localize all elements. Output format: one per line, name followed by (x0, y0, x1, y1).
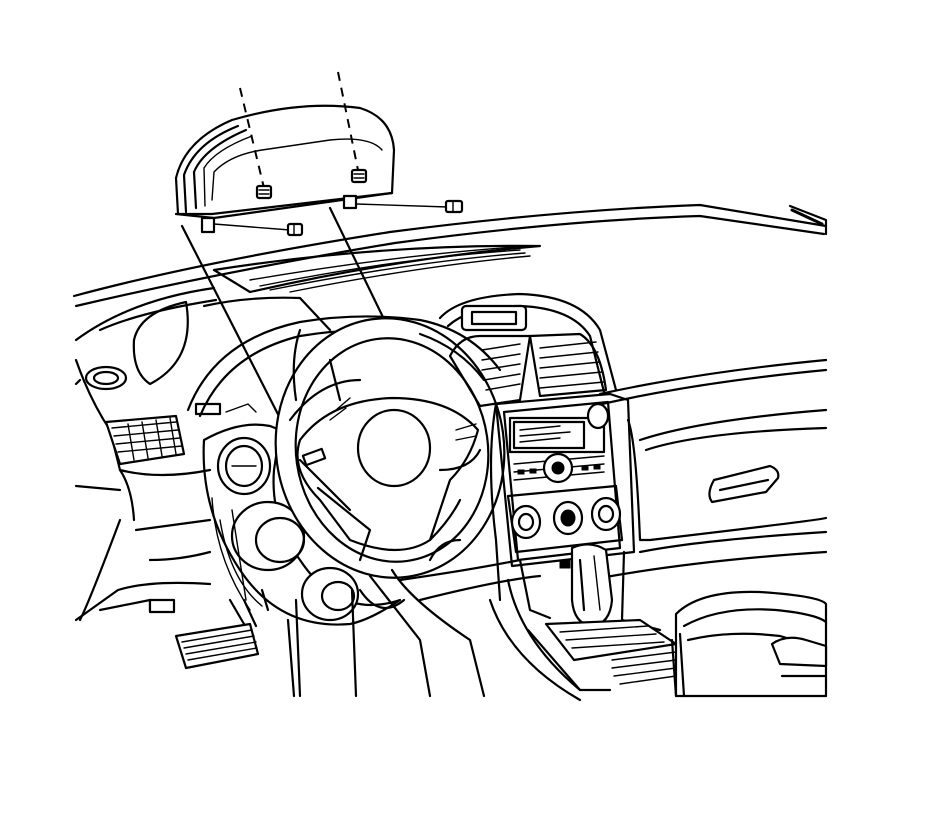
gauge-pod (202, 423, 402, 626)
steering-wheel-hub (356, 408, 432, 488)
hvac-knob-left (510, 504, 542, 540)
small-vent (194, 402, 257, 416)
radio-knob (586, 402, 610, 430)
gear-shifter (526, 543, 678, 692)
instrument-cluster (174, 104, 396, 234)
steering-column (286, 568, 486, 698)
glovebox (644, 426, 828, 504)
left-speaker (84, 365, 128, 391)
knee-bolster (398, 538, 542, 602)
cluster-wiring-connector-left (213, 222, 304, 237)
cluster-mount-tab (200, 216, 216, 234)
cluster-screw-left (239, 87, 273, 200)
dashboard (72, 203, 828, 622)
cluster-wiring-connector-right (355, 199, 464, 214)
cluster-mount-tab (342, 194, 358, 210)
cluster-screw-right (337, 71, 368, 184)
center-stack (438, 292, 662, 702)
steering-wheel (274, 317, 506, 579)
center-console (670, 590, 828, 698)
cluster-leader-line-left (180, 224, 288, 432)
left-air-vent (104, 414, 186, 466)
hvac-knob-right (590, 496, 622, 532)
brake-pedal (148, 588, 270, 670)
